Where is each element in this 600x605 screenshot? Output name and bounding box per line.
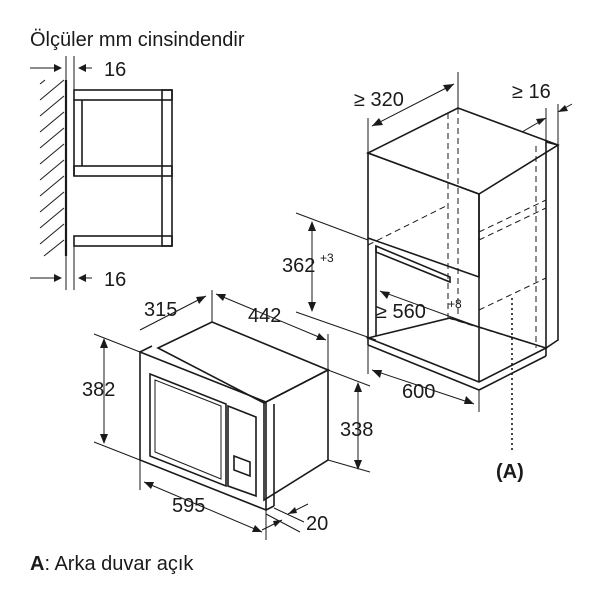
niche-floor-front [367, 344, 480, 391]
niche-height-dimension: 362 +3 [282, 212, 377, 341]
legend-key: A [30, 553, 44, 575]
rear-wall-marker: (A) [496, 298, 524, 483]
niche-width-dimension: ≥ 560 +8 [376, 290, 477, 327]
side-top-gap-label: 16 [104, 59, 126, 81]
wall-hatch [39, 79, 65, 257]
appliance-depth-dimension: 315 [139, 290, 213, 331]
cabinet-right-side [545, 140, 559, 350]
appliance-depth-label: 315 [144, 299, 177, 321]
appliance-width-dimension: 442 [215, 293, 329, 370]
niche-top-lip [375, 244, 451, 284]
cabinet-top [365, 107, 560, 195]
appliance-width-label: 442 [248, 305, 281, 327]
niche-width-label: ≥ 560 [376, 301, 426, 323]
niche-width-tolerance: +8 [448, 297, 462, 311]
appliance-body-height-label: 338 [340, 419, 373, 441]
cabinet-width-label: 600 [402, 381, 435, 403]
appliance-front-width-dimension: 595 [139, 460, 267, 540]
door-window-inner [154, 379, 222, 480]
rear-wall-label: (A) [496, 461, 524, 483]
appliance-front-height-dimension: 382 [82, 333, 141, 461]
side-view: 16 16 [30, 56, 173, 291]
side-panel [161, 89, 173, 247]
niche-height-label: 362 [282, 255, 315, 277]
control-panel-display [233, 454, 251, 478]
side-top-gap-dimension: 16 [30, 56, 126, 90]
legend: A: Arka duvar açık [30, 553, 194, 575]
niche-floor [365, 317, 549, 383]
cabinet-side-dimension: ≥ 16 [512, 81, 573, 145]
control-panel [227, 404, 257, 498]
frame-depth-dimension: 20 [261, 503, 328, 535]
upper-shelf [73, 89, 173, 101]
side-bottom-gap-dimension: 16 [30, 246, 126, 291]
appliance-front-frame [139, 350, 267, 512]
legend-text: : Arka duvar açık [44, 553, 194, 575]
niche-height-tolerance: +3 [320, 251, 334, 265]
appliance-body-height-dimension: 338 [327, 369, 373, 473]
frame-depth-label: 20 [306, 513, 328, 535]
middle-shelf [73, 165, 173, 177]
cabinet-hidden-lines [367, 108, 547, 349]
appliance-view: 315 442 382 338 [82, 290, 373, 540]
cabinet-depth-label: ≥ 320 [354, 89, 404, 111]
cabinet-width-dimension: 600 [367, 345, 480, 412]
side-bottom-gap-label: 16 [104, 269, 126, 291]
bottom-shelf [73, 235, 173, 247]
appliance-front-height-label: 382 [82, 379, 115, 401]
door-window [149, 372, 227, 488]
cabinet-depth-dimension: ≥ 320 [354, 72, 459, 153]
cabinet-view: ≥ 320 ≥ 16 362 +3 ≥ 560 +8 [282, 72, 573, 483]
cabinet-side-label: ≥ 16 [512, 81, 551, 103]
appliance-front-width-label: 595 [172, 495, 205, 517]
cabinet-upper-front [367, 151, 480, 279]
units-note: Ölçüler mm cinsindendir [30, 29, 245, 51]
